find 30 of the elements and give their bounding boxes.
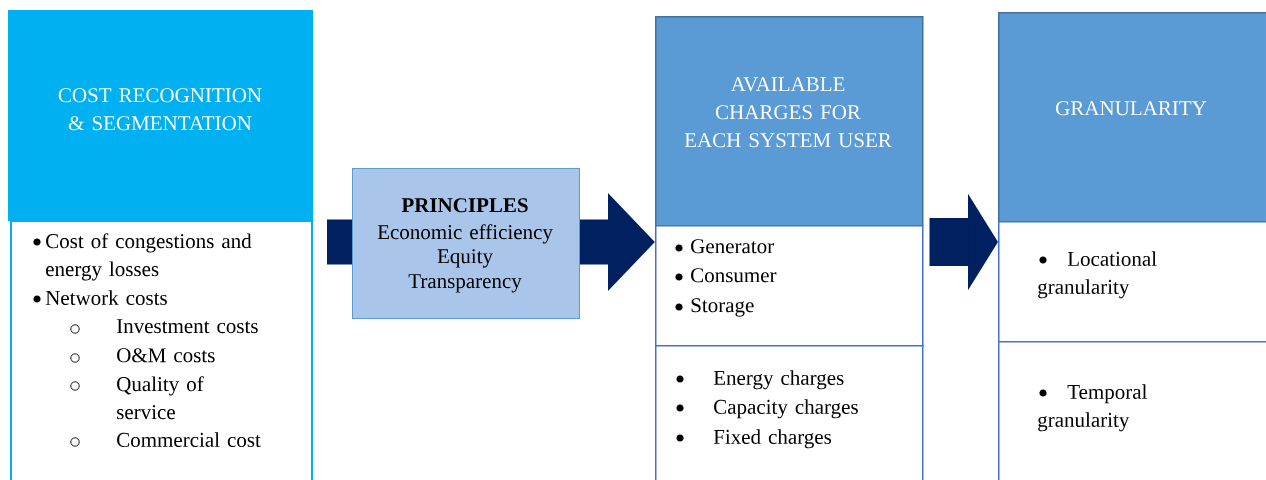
list-item: Locational granularity	[1038, 251, 1157, 299]
heading-box	[8, 10, 313, 221]
list-item: Quality of service	[70, 376, 204, 420]
list-item: O&M costs	[70, 348, 215, 363]
principle-item: Transparency	[408, 274, 522, 293]
list-item: Network costs	[33, 290, 167, 305]
list-item: Energy charges	[676, 370, 844, 390]
heading-text: GRANULARITY	[1056, 101, 1207, 116]
list-box	[655, 225, 924, 347]
list-item: Commercial cost	[70, 432, 261, 447]
list-item: Cost of congestions and energy losses	[33, 233, 252, 281]
principle-item: Economic efficiency	[377, 224, 553, 244]
list-item: Investment costs	[70, 319, 258, 334]
list-item: Storage	[675, 298, 754, 317]
heading-box	[998, 12, 1266, 223]
principles-box	[352, 168, 580, 319]
list-item: Capacity charges	[676, 399, 858, 419]
list-box	[10, 220, 313, 480]
list-box	[998, 341, 1266, 480]
principle-item: Equity	[437, 249, 493, 268]
heading-text: AVAILABLE CHARGES FOR EACH SYSTEM USER	[684, 77, 892, 148]
list-item: Temporal granularity	[1038, 384, 1147, 432]
list-box	[998, 221, 1266, 343]
principles-heading: PRINCIPLES	[401, 198, 528, 213]
list-box	[655, 345, 924, 480]
list-item: Fixed charges	[676, 429, 832, 449]
list-item: Consumer	[675, 268, 777, 283]
heading-text: COST RECOGNITION & SEGMENTATION	[58, 88, 262, 131]
heading-box	[655, 16, 924, 227]
list-item: Generator	[675, 239, 774, 254]
